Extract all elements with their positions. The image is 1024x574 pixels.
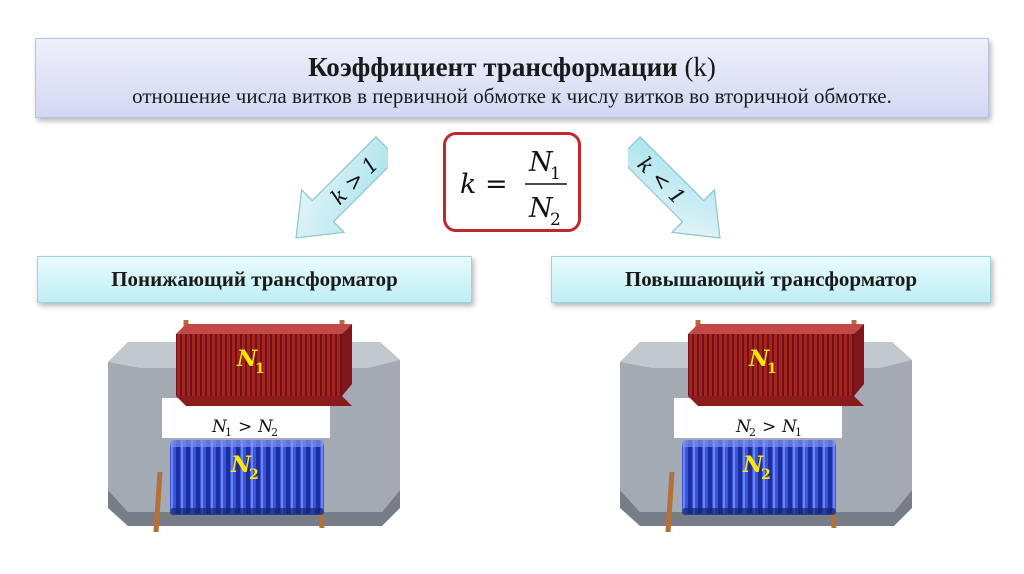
formula-box: k = N 1 N 2 bbox=[443, 132, 581, 232]
formula: k = N 1 N 2 bbox=[460, 147, 567, 230]
relation-term-a-sub: 2 bbox=[749, 426, 756, 439]
primary-coil-label: N bbox=[748, 346, 770, 372]
formula-numerator: N bbox=[528, 147, 554, 178]
secondary-coil bbox=[170, 440, 324, 515]
step-down-transformer: N 1 N 1 > N 2 N 2 bbox=[108, 320, 400, 533]
relation-term-a: N bbox=[735, 417, 752, 437]
primary-coil-label-sub: 1 bbox=[767, 361, 777, 377]
relation-term-b-sub: 1 bbox=[795, 426, 802, 439]
arrow-step-down: k > 1 bbox=[295, 136, 388, 239]
relation-term-b: N bbox=[781, 417, 798, 437]
step-up-label: Повышающий трансформатор bbox=[624, 267, 918, 291]
secondary-coil-label: N bbox=[230, 452, 252, 478]
definition-header: Коэффициент трансформации (k) отношение … bbox=[35, 38, 989, 118]
secondary-coil bbox=[682, 440, 836, 515]
arrow-shape bbox=[628, 136, 721, 239]
primary-coil-label: N bbox=[236, 346, 258, 372]
header-subtitle: отношение числа витков в первичной обмот… bbox=[132, 84, 892, 108]
primary-coil bbox=[176, 324, 352, 406]
header-title: Коэффициент трансформации (k) bbox=[36, 51, 988, 83]
step-up-label-box: Повышающий трансформатор bbox=[551, 256, 991, 303]
relation-term-a-sub: 1 bbox=[225, 426, 232, 439]
primary-coil-label-sub: 1 bbox=[255, 361, 265, 377]
formula-lhs: k = bbox=[460, 169, 508, 200]
arrow-shape bbox=[295, 136, 388, 239]
secondary-coil-label: N bbox=[742, 452, 764, 478]
formula-numerator-sub: 1 bbox=[550, 164, 561, 184]
relation-term-a: N bbox=[211, 417, 228, 437]
step-up-transformer: N 1 N 2 > N 1 N 2 bbox=[620, 320, 912, 533]
secondary-coil-label-sub: 2 bbox=[761, 467, 771, 483]
relation-operator: > bbox=[238, 417, 252, 437]
turns-relation: N 2 > N 1 bbox=[735, 417, 802, 439]
secondary-lead-left bbox=[665, 471, 675, 533]
relation-term-b-sub: 2 bbox=[271, 426, 278, 439]
step-down-label: Понижающий трансформатор bbox=[111, 267, 398, 291]
secondary-coil-label-sub: 2 bbox=[249, 467, 259, 483]
formula-denominator: N bbox=[528, 193, 554, 224]
relation-operator: > bbox=[762, 417, 776, 437]
relation-term-b: N bbox=[257, 417, 274, 437]
formula-denominator-sub: 2 bbox=[550, 210, 561, 230]
secondary-lead-left bbox=[153, 471, 163, 533]
arrow-step-up: k < 1 bbox=[628, 136, 721, 239]
header-title-symbol: (k) bbox=[684, 52, 716, 82]
primary-coil bbox=[688, 324, 864, 406]
turns-relation: N 1 > N 2 bbox=[211, 417, 278, 439]
step-down-label-box: Понижающий трансформатор bbox=[37, 256, 472, 303]
header-title-text: Коэффициент трансформации bbox=[308, 52, 678, 82]
